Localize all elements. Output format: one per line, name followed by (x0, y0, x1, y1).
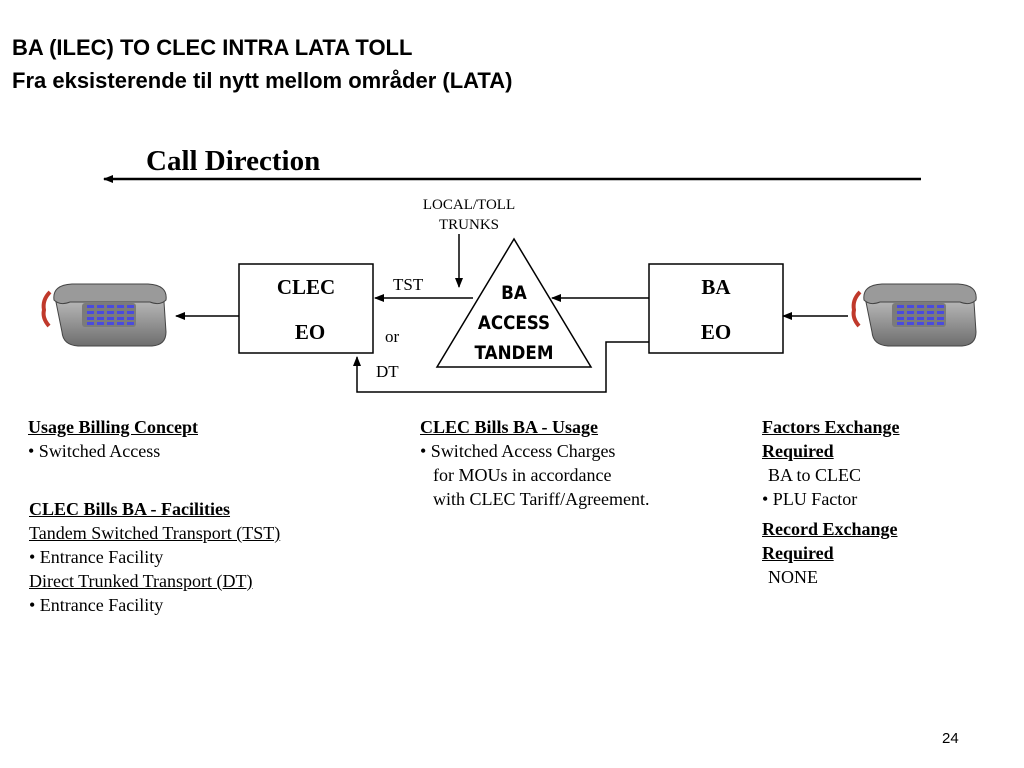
factors-heading-line2: Required (762, 441, 834, 461)
records-heading-line1: Record Exchange (762, 519, 898, 539)
ba-eo-box (648, 263, 784, 354)
usage-billing-item: • Switched Access (28, 441, 161, 461)
call-direction-label: Call Direction (146, 145, 320, 177)
clec-eo-box (238, 263, 374, 354)
trunks-label-line2: TRUNKS (439, 217, 499, 233)
usage-block: CLEC Bills BA - Usage • Switched Access … (420, 415, 650, 511)
tandem-label-line1: BA (501, 282, 527, 304)
tst-label: TST (393, 275, 424, 294)
tandem-label-line2: ACCESS (478, 312, 550, 334)
usage-billing-heading: Usage Billing Concept (28, 417, 199, 437)
facilities-dt-line: Direct Trunked Transport (DT) (29, 571, 253, 591)
records-block: Record Exchange Required NONE (762, 517, 897, 589)
factors-line2: • PLU Factor (762, 489, 858, 509)
factors-block: Factors Exchange Required BA to CLEC • P… (762, 415, 899, 511)
ba-label: BA (701, 275, 731, 299)
right-telephone-icon (851, 283, 977, 347)
records-heading-line2: Required (762, 543, 834, 563)
direct-trunk-path (353, 341, 649, 393)
slide-title-line2: Fra eksisterende til nytt mellom områder… (12, 68, 513, 93)
facilities-entrance-line2: • Entrance Facility (29, 595, 164, 615)
dt-label: DT (376, 362, 399, 381)
tandem-label-line3: TANDEM (475, 342, 554, 364)
usage-billing-block: Usage Billing Concept • Switched Access (28, 415, 198, 463)
clec-label: CLEC (277, 275, 335, 299)
factors-line1: BA to CLEC (768, 465, 862, 485)
facilities-heading: CLEC Bills BA - Facilities (29, 499, 231, 519)
facilities-tst-line: Tandem Switched Transport (TST) (29, 523, 281, 543)
ba-eo-label: EO (701, 320, 731, 344)
usage-line2: for MOUs in accordance (433, 465, 612, 485)
slide-title-line1: BA (ILEC) TO CLEC INTRA LATA TOLL (12, 35, 413, 60)
usage-heading: CLEC Bills BA - Usage (420, 417, 599, 437)
left-telephone-icon (41, 283, 167, 347)
records-line1: NONE (768, 567, 818, 587)
clec-eo-label: EO (295, 320, 325, 344)
usage-line1: • Switched Access Charges (420, 441, 616, 461)
trunks-label-line1: LOCAL/TOLL (423, 197, 515, 213)
or-label: or (385, 327, 400, 346)
usage-line3: with CLEC Tariff/Agreement. (433, 489, 650, 509)
facilities-entrance-line1: • Entrance Facility (29, 547, 164, 567)
ba-access-tandem-triangle (435, 237, 593, 368)
factors-heading-line1: Factors Exchange (762, 417, 900, 437)
page-number: 24 (942, 730, 959, 747)
facilities-block: CLEC Bills BA - Facilities Tandem Switch… (29, 497, 280, 617)
